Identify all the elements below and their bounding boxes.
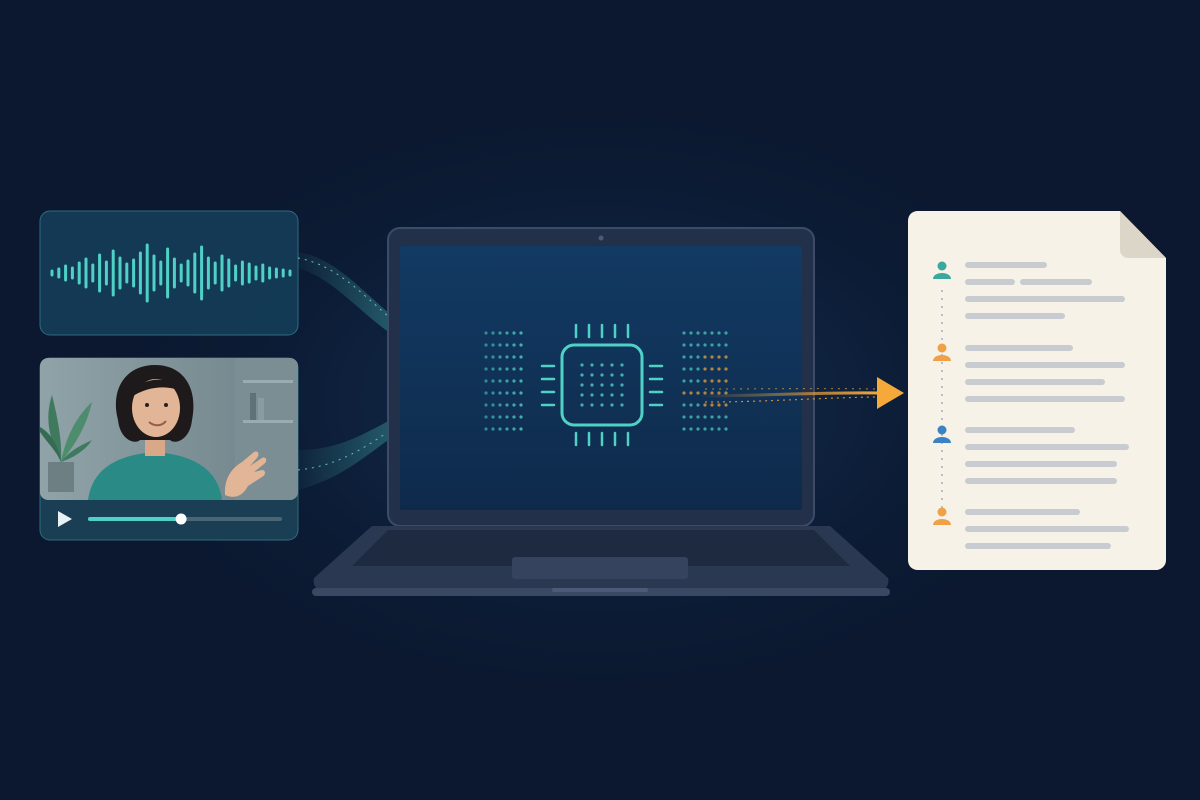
transcript-line xyxy=(965,262,1047,268)
chip-icon xyxy=(540,323,664,447)
video-panel xyxy=(39,357,299,541)
speaker-orange-icon xyxy=(933,343,951,361)
trackpad xyxy=(512,557,688,579)
transcript-line xyxy=(965,509,1080,515)
transcript-line xyxy=(965,461,1117,467)
speaker-person xyxy=(88,365,267,500)
transcript-line xyxy=(965,396,1125,402)
waveform-icon xyxy=(50,243,292,303)
transcript-line xyxy=(1020,279,1092,285)
laptop-screen xyxy=(400,246,802,510)
webcam xyxy=(598,235,604,241)
transcript-line xyxy=(965,379,1105,385)
transcript-line xyxy=(965,345,1073,351)
transcript-line xyxy=(965,296,1125,302)
transcript-line xyxy=(965,313,1065,319)
progress-knob[interactable] xyxy=(175,513,187,525)
plant-icon xyxy=(40,395,92,492)
transcript-line xyxy=(965,543,1111,549)
progress-fill xyxy=(88,517,182,521)
speaker-teal-icon xyxy=(933,261,951,279)
transcript-lines xyxy=(965,262,1129,549)
transcript-line xyxy=(965,427,1075,433)
transcript-line xyxy=(965,526,1129,532)
laptop-icon xyxy=(312,227,890,596)
transcript-line xyxy=(965,362,1125,368)
input-dot-matrix xyxy=(484,331,523,431)
video-controls xyxy=(58,511,282,527)
transcript-line xyxy=(965,279,1015,285)
output-dot-matrix xyxy=(682,331,728,431)
transcript-line xyxy=(965,478,1117,484)
audio-panel xyxy=(39,210,299,336)
arrow-icon xyxy=(877,377,904,409)
transcript-line xyxy=(965,444,1129,450)
speaker-blue-icon xyxy=(933,425,951,443)
play-icon[interactable] xyxy=(58,511,72,527)
keyboard xyxy=(352,530,850,566)
document-icon xyxy=(908,211,1166,570)
speaker-orange-icon xyxy=(933,507,951,525)
output-flow xyxy=(699,377,904,409)
